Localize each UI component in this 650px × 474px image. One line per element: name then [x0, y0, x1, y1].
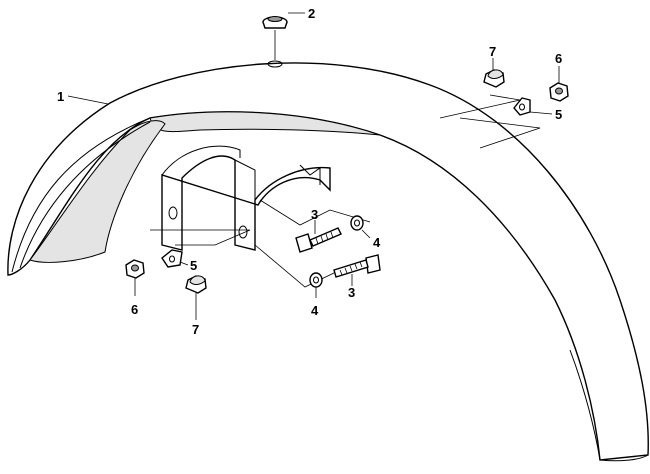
callout-spacer-left: 5	[190, 258, 197, 273]
spacer-right	[513, 97, 531, 116]
bolt-rear	[333, 254, 381, 278]
cap-nut-left	[185, 275, 207, 294]
spacer-left	[161, 249, 183, 268]
callout-washer-front: 4	[373, 235, 381, 250]
nut-left	[125, 259, 145, 279]
front-fender	[7, 60, 649, 462]
callout-labels: 1 2 3 3 4 4 5 5 6 6 7 7	[57, 6, 562, 337]
cap-nut-right	[483, 69, 505, 88]
callout-bolt-rear: 3	[348, 285, 355, 300]
leader-lines	[67, 12, 560, 320]
fender-bracket	[161, 145, 331, 251]
assembly-lines	[150, 30, 541, 288]
callout-bolt-front: 3	[311, 207, 318, 222]
callout-spacer-right: 5	[555, 107, 562, 122]
callout-fender: 1	[57, 89, 64, 104]
callout-grommet: 2	[308, 6, 315, 21]
grommet	[262, 16, 288, 29]
bolt-front	[295, 227, 342, 253]
callout-washer-rear: 4	[311, 303, 319, 318]
washer-rear	[309, 272, 323, 288]
callout-nut-right: 6	[555, 51, 562, 66]
washer-front	[350, 215, 364, 231]
callout-cap-nut-right: 7	[489, 44, 496, 59]
callout-cap-nut-left: 7	[192, 322, 199, 337]
nut-right	[549, 82, 569, 102]
callout-nut-left: 6	[131, 302, 138, 317]
